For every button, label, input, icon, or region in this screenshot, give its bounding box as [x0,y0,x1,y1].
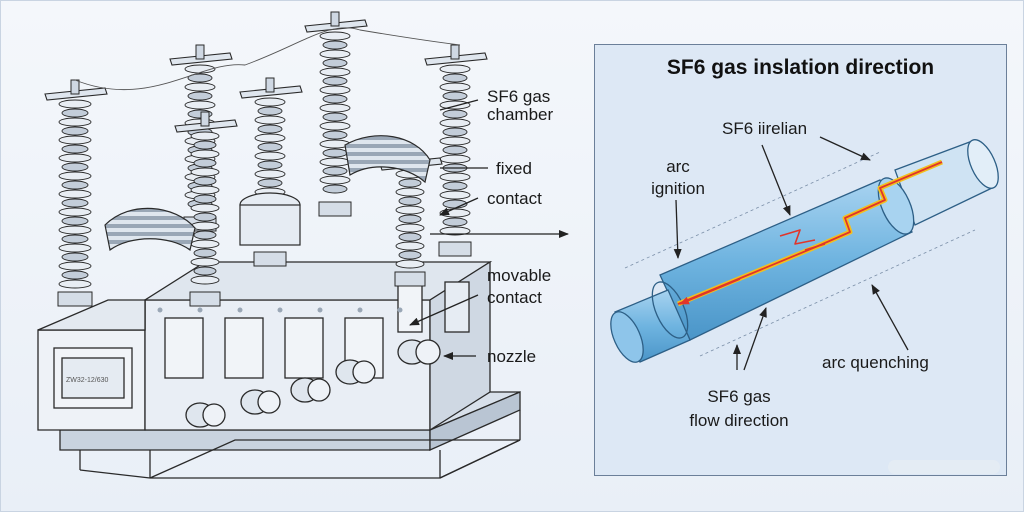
insulator-icon [44,79,108,307]
chamber-cylinders [104,135,431,252]
label-flow-line2: flow direction [689,411,789,430]
insulator-icon [174,111,238,307]
nameplate-text: ZW32-12/630 [66,377,109,384]
label-arc-ignition-line1: arc [666,157,690,176]
label-movable-line1: movable [487,266,552,285]
cabinet [37,260,493,432]
insulator-icon [424,44,488,257]
arc-icon [677,159,943,307]
movable-leader [409,294,479,326]
label-sf6-chamber-line1: SF6 gas [487,87,551,106]
label-arc-quenching: arc quenching [822,353,929,372]
label-sf6-chamber-line2: chamber [487,105,554,124]
inset-title: SF6 gas inslation direction [666,56,935,79]
chamber-leader [439,99,479,111]
breaker-drawing [37,260,521,479]
fixed-contact-leader [439,197,479,216]
top-wire [74,27,461,90]
label-arc-ignition-line2: ignition [651,179,705,198]
label-flow-line1: SF6 gas [707,387,771,406]
label-sf6-top: SF6 iirelian [722,119,808,138]
nozzle-fittings [185,339,441,428]
left-leaders [409,99,569,360]
inset-leaders [673,136,909,371]
label-fixed-line2: contact [487,189,542,208]
guide-lines [624,151,976,357]
label-movable-line2: contact [487,288,542,307]
watermark-smudge [888,460,1000,474]
arrow-icon [761,144,791,216]
label-fixed-line1: fixed [496,159,532,178]
label-nozzle: nozzle [487,347,537,366]
insulator-icon [304,11,368,217]
insulator-group [44,11,488,307]
